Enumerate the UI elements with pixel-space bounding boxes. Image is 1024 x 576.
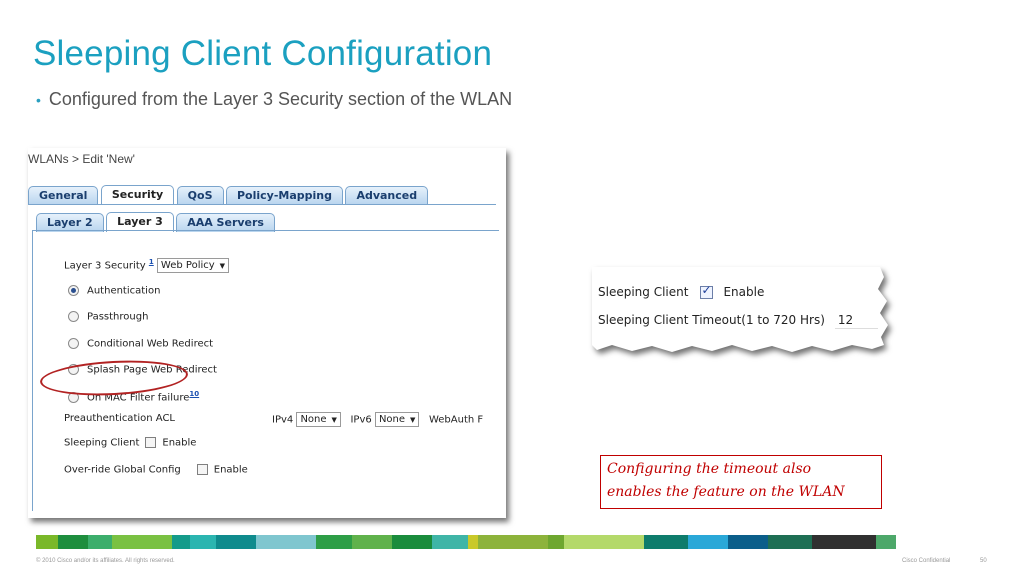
ipv4-select[interactable]: None ▼ [296,412,341,427]
sleeping-client-row: Sleeping Client Enable [64,437,196,449]
bullet-text: Configured from the Layer 3 Security sec… [48,89,513,109]
preauth-acl-label: Preauthentication ACL [64,413,175,424]
override-global-checkbox[interactable] [196,464,208,475]
ipv6-select[interactable]: None ▼ [374,412,420,427]
band-segment [172,535,190,549]
radio-authentication[interactable]: Authentication [68,285,160,297]
help-link[interactable]: 10 [189,390,200,398]
band-segment [190,535,216,549]
override-global-enable: Enable [213,464,248,476]
radio-mac-filter-failure[interactable]: On MAC Filter failure10 [68,390,199,403]
tab-general[interactable]: General [28,186,99,205]
sleeping-client-enable: Enable [162,437,197,449]
sleeping-client-checkbox[interactable] [700,283,714,299]
band-segment [392,535,432,549]
band-segment [216,535,256,549]
layer3-security-label: Layer 3 Security [64,260,146,272]
band-segment [812,535,876,549]
band-segment [88,535,112,549]
radio-conditional-label: Conditional Web Redirect [87,338,214,350]
band-segment [876,535,896,549]
radio-passthrough-label: Passthrough [87,311,149,323]
slide-bullet: • Configured from the Layer 3 Security se… [36,89,512,110]
band-segment [644,535,688,549]
ipv4-value: None [300,414,327,425]
radio-splash-label: Splash Page Web Redirect [87,364,217,376]
footer-copyright: © 2010 Cisco and/or its affiliates. All … [36,558,175,564]
band-segment [352,535,392,549]
radio-icon[interactable] [68,285,79,296]
sleeping-client-row: Sleeping Client Enable [598,283,765,299]
radio-authentication-label: Authentication [87,285,161,297]
chevron-down-icon: ▼ [410,416,416,424]
radio-icon[interactable] [68,338,79,349]
annotation-note: Configuring the timeout also enables the… [600,455,882,509]
tab-qos[interactable]: QoS [176,186,224,205]
override-global-label: Over-ride Global Config [64,464,181,476]
chevron-down-icon: ▼ [219,262,226,270]
band-segment [564,535,644,549]
color-band [36,535,986,549]
sleeping-timeout-input[interactable]: 12 [834,313,878,329]
ipv6-value: None [378,414,406,425]
band-segment [36,535,58,549]
sleeping-client-checkbox[interactable] [145,437,157,448]
radio-passthrough[interactable]: Passthrough [68,311,148,323]
radio-icon[interactable] [68,311,79,322]
band-segment [256,535,316,549]
subtab-layer2[interactable]: Layer 2 [36,213,104,232]
sleeping-client-enable: Enable [723,285,765,299]
preauth-acl-controls: IPv4 None ▼ IPv6 None ▼ WebAuth F [272,412,483,427]
sleeping-client-label: Sleeping Client [598,285,689,299]
sleeping-timeout-label: Sleeping Client Timeout(1 to 720 Hrs) [598,313,825,327]
torn-paper-background [592,267,888,352]
band-segment [468,535,478,549]
band-segment [688,535,728,549]
layer3-security-select[interactable]: Web Policy ▼ [156,258,230,273]
band-segment [316,535,352,549]
footer-confidential: Cisco Confidential [902,558,951,564]
ipv6-label: IPv6 [350,414,372,426]
band-segment [728,535,768,549]
subtab-layer3[interactable]: Layer 3 [106,212,174,232]
footer-page-number: 50 [980,558,987,564]
band-segment [112,535,172,549]
override-global-row: Over-ride Global Config Enable [64,464,248,476]
radio-icon[interactable] [68,364,79,375]
ipv4-label: IPv4 [272,414,294,426]
band-segment [478,535,548,549]
note-line-1: Configuring the timeout also [607,461,812,477]
radio-splash-page[interactable]: Splash Page Web Redirect [68,364,217,376]
wlan-edit-screenshot: WLANs > Edit 'New' General Security QoS … [28,148,506,518]
security-subtabs: Layer 2 Layer 3 AAA Servers [36,212,275,232]
layer3-security-row: Layer 3 Security 1 Web Policy ▼ [64,258,230,273]
band-segment [58,535,88,549]
tab-divider [28,204,496,205]
tab-security[interactable]: Security [100,185,175,205]
band-segment [768,535,812,549]
band-segment [548,535,564,549]
breadcrumb: WLANs > Edit 'New' [28,152,135,166]
help-link[interactable]: 1 [148,258,154,267]
radio-conditional-web-redirect[interactable]: Conditional Web Redirect [68,338,213,350]
layer3-content [32,230,499,511]
webauth-label: WebAuth F [428,414,484,426]
subtab-aaa-servers[interactable]: AAA Servers [176,213,275,232]
wlan-tabs: General Security QoS Policy-Mapping Adva… [28,185,429,205]
bullet-icon: • [36,92,41,108]
tab-advanced[interactable]: Advanced [345,186,429,205]
note-line-2: enables the feature on the WLAN [607,484,845,500]
sleeping-client-screenshot: Sleeping Client Enable Sleeping Client Ti… [592,267,910,353]
chevron-down-icon: ▼ [331,416,337,424]
radio-icon[interactable] [68,391,79,403]
band-segment [432,535,468,549]
sleeping-timeout-row: Sleeping Client Timeout(1 to 720 Hrs) 12 [598,313,878,329]
sleeping-client-label: Sleeping Client [64,437,140,449]
layer3-security-value: Web Policy [160,260,215,271]
slide-title: Sleeping Client Configuration [33,34,493,73]
radio-onmac-label: On MAC Filter failure [87,392,190,404]
tab-policy-mapping[interactable]: Policy-Mapping [225,186,343,205]
